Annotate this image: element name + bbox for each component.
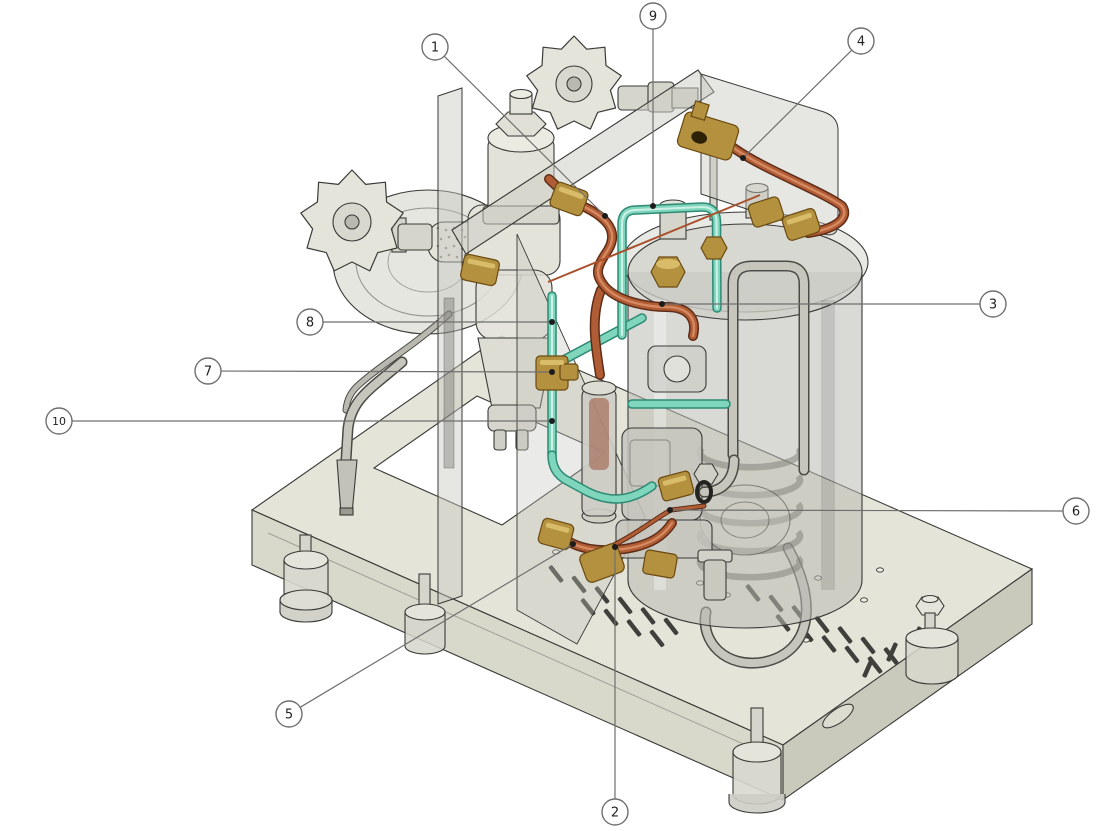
callout-number-4: 4 bbox=[857, 35, 865, 50]
spout bbox=[493, 429, 507, 451]
callout-5: 5 bbox=[275, 541, 576, 728]
callout-number-8: 8 bbox=[306, 316, 314, 331]
callout-number-2: 2 bbox=[611, 806, 619, 821]
front-upright-panel bbox=[437, 87, 463, 605]
anchor-dot-2 bbox=[612, 544, 618, 550]
callout-bubble-1 bbox=[421, 33, 449, 61]
brass-nut-right-a bbox=[781, 208, 821, 241]
copper-pipes bbox=[548, 146, 844, 550]
leader-line-5 bbox=[299, 543, 574, 708]
callout-10: 10 bbox=[45, 407, 555, 435]
callout-number-1: 1 bbox=[431, 41, 439, 56]
callout-9: 9 bbox=[639, 2, 667, 209]
callout-bubble-10 bbox=[45, 407, 73, 435]
callout-2: 2 bbox=[601, 544, 629, 826]
dome-hex-nut bbox=[495, 111, 547, 137]
anchor-dot-3 bbox=[659, 301, 665, 307]
foot-mid-left bbox=[404, 573, 446, 655]
callout-1: 1 bbox=[421, 33, 608, 219]
callout-3: 3 bbox=[659, 290, 1007, 318]
callout-bubble-4 bbox=[847, 27, 875, 55]
capillary-tube bbox=[547, 194, 761, 283]
anchor-dot-5 bbox=[570, 541, 576, 547]
brass-fittings bbox=[460, 100, 821, 583]
anchor-dot-4 bbox=[740, 155, 746, 161]
anchor-dot-10 bbox=[549, 418, 555, 424]
brass-bracket bbox=[676, 100, 740, 161]
foot-front bbox=[728, 707, 786, 814]
callout-6: 6 bbox=[667, 497, 1090, 525]
callout-4: 4 bbox=[740, 27, 875, 161]
callout-bubble-8 bbox=[296, 308, 324, 336]
brass-nut-left bbox=[460, 253, 500, 287]
brass-hex-boiler-b bbox=[700, 236, 728, 260]
leader-line-6 bbox=[669, 509, 1064, 512]
leader-line-1 bbox=[443, 55, 606, 217]
callout-number-6: 6 bbox=[1072, 505, 1080, 520]
callout-8: 8 bbox=[296, 308, 555, 336]
callout-bubble-9 bbox=[639, 2, 667, 30]
anchor-dot-7 bbox=[549, 369, 555, 375]
callout-bubble-7 bbox=[194, 357, 222, 385]
callout-number-7: 7 bbox=[204, 365, 212, 380]
callout-number-10: 10 bbox=[52, 415, 66, 428]
callout-bubble-5 bbox=[275, 700, 303, 728]
anchor-dot-6 bbox=[667, 507, 673, 513]
callout-7: 7 bbox=[194, 357, 555, 385]
brass-nut-bottom bbox=[642, 549, 678, 579]
brass-nut-upper bbox=[549, 181, 589, 217]
callout-bubble-2 bbox=[601, 798, 629, 826]
spout bbox=[515, 429, 529, 451]
brass-elbow-lower bbox=[579, 543, 625, 583]
foot-left bbox=[279, 534, 333, 623]
portafilter bbox=[487, 404, 537, 432]
callout-number-9: 9 bbox=[649, 10, 657, 25]
frame-panels bbox=[437, 69, 839, 645]
top-cross-bar bbox=[451, 69, 715, 255]
anchor-dot-9 bbox=[650, 203, 656, 209]
hex-standoff bbox=[915, 596, 945, 616]
callout-number-5: 5 bbox=[285, 708, 293, 723]
callout-bubble-6 bbox=[1062, 497, 1090, 525]
callout-bubble-3 bbox=[979, 290, 1007, 318]
vent-slots bbox=[548, 549, 934, 678]
brass-nut-lower-left bbox=[537, 517, 575, 551]
leader-line-7 bbox=[220, 370, 553, 373]
callout-layer: 1 2 3 4 5 6 7 8 9 10 bbox=[45, 2, 1090, 826]
foot-right bbox=[905, 594, 959, 685]
leader-line-4 bbox=[742, 49, 853, 159]
callout-number-3: 3 bbox=[989, 298, 997, 313]
brass-nut-mid bbox=[657, 470, 695, 502]
brass-nut-right-b bbox=[747, 196, 785, 228]
anchor-dot-8 bbox=[549, 319, 555, 325]
anchor-dot-1 bbox=[602, 213, 608, 219]
